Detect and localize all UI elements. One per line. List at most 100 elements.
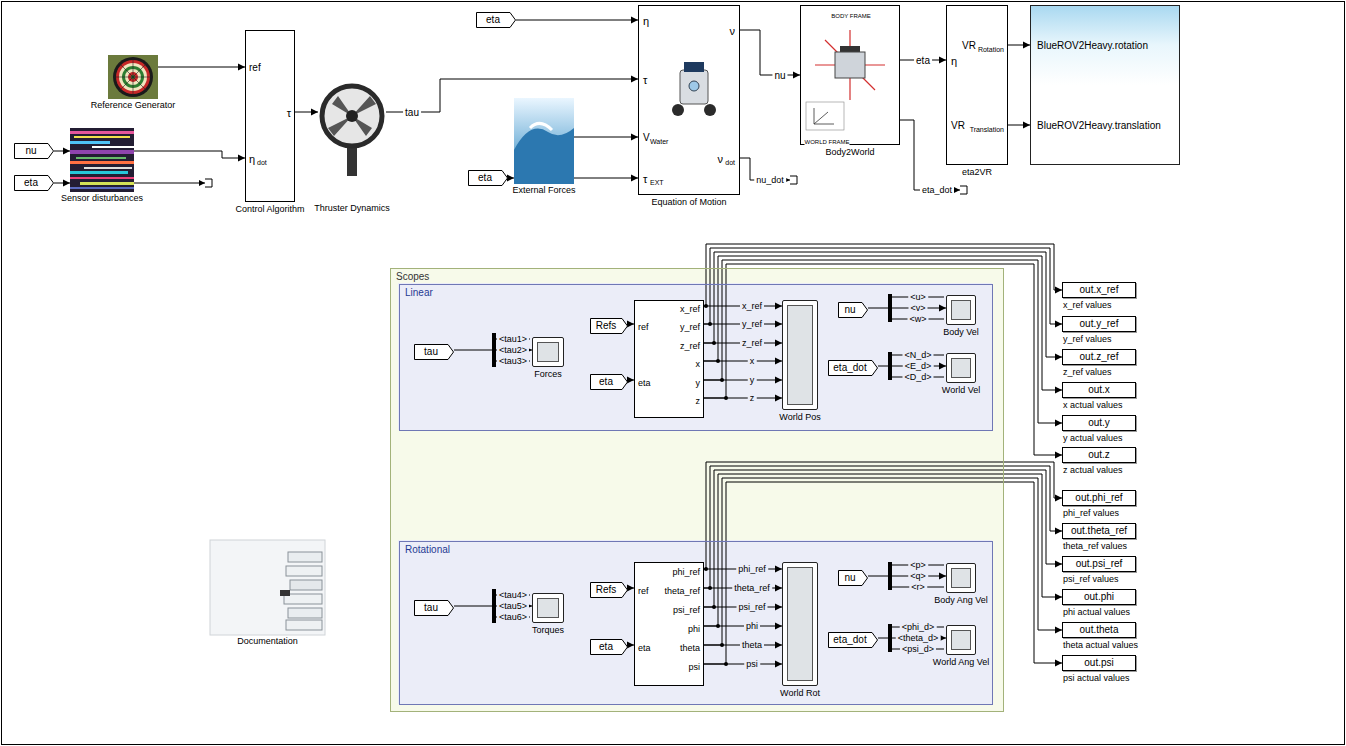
tag-shape: [829, 633, 878, 648]
tag-text: nu: [25, 146, 36, 156]
scope-block: Torques: [532, 593, 564, 623]
tag-text: nu: [844, 573, 855, 583]
drawing-part: [398, 283, 992, 430]
arrow-head: [311, 109, 318, 116]
tag-shape: [839, 571, 868, 586]
drawing-part: [815, 30, 885, 100]
signal-line: [627, 642, 634, 649]
signal-line: [134, 151, 245, 162]
drawing-part: [92, 146, 134, 148]
signal-path: [134, 151, 245, 158]
block-name: Thruster Dynamics: [314, 204, 390, 213]
bus-element-label: <p>: [908, 560, 928, 570]
block-name: Documentation: [237, 637, 298, 646]
drawing-part: [514, 128, 574, 184]
to-workspace-block: out.phi_refphi_ref values: [1062, 490, 1136, 506]
drawing-part: [70, 161, 134, 164]
arrow-head: [63, 148, 70, 155]
port-label: psi: [688, 663, 700, 672]
tag-shape: [15, 144, 54, 159]
tag-shape: [591, 375, 628, 390]
subsystem-block: ητVWaterτEXTννdotEquation of Motion: [638, 5, 740, 195]
signal-path: [704, 470, 1062, 607]
drawing-part: [74, 136, 130, 138]
signal-path: [704, 482, 1062, 664]
block-text: out.theta: [1080, 625, 1119, 635]
tag-shape: [591, 640, 628, 655]
bus-element-label: <w>: [907, 314, 928, 324]
signal-path: [704, 264, 1062, 455]
signal-label: phi_ref: [736, 564, 768, 574]
dartboard-icon: [108, 55, 158, 99]
tag-text: tau: [424, 347, 438, 357]
signal-label: theta_ref: [732, 583, 772, 593]
scope-block: Body Ang Vel: [946, 563, 976, 593]
arrow-head: [631, 76, 638, 83]
from-tag: tau: [414, 344, 454, 360]
drawing-part: [680, 70, 708, 104]
port-label: η: [249, 154, 255, 165]
to-workspace-block: out.z_refz_ref values: [1062, 349, 1136, 365]
scope-screen: [787, 567, 813, 681]
to-workspace-block: out.xx actual values: [1062, 382, 1136, 398]
scope-block: World Rot: [782, 562, 818, 686]
bus-element-label: <E_d>: [903, 361, 934, 371]
documentation-icon: [210, 540, 325, 635]
bus-element-label: <tau2>: [497, 345, 529, 355]
scope-screen: [537, 598, 559, 618]
arrow-head: [627, 585, 634, 592]
signal-line: [704, 482, 1062, 667]
block-name: y_ref values: [1063, 335, 1112, 344]
tag-text: eta: [24, 178, 38, 188]
signal-line: [627, 377, 634, 384]
signal-label: x_ref: [740, 301, 764, 311]
bus-element-label: <N_d>: [902, 350, 933, 360]
from-tag: tau: [414, 600, 454, 616]
branch-dot: [720, 643, 724, 647]
tag-shape: [839, 303, 868, 318]
block-name: psi actual values: [1063, 674, 1130, 683]
block-name: World Vel: [942, 386, 980, 395]
port-label: ref: [638, 323, 649, 332]
drawing-part: [790, 176, 797, 184]
drawing-part: [70, 171, 128, 174]
arrow-head: [238, 64, 245, 71]
selector-subsystem: refetax_refy_refz_refxyz: [634, 300, 704, 418]
drawing-part: [954, 187, 960, 193]
signal-path: [704, 474, 1062, 626]
bus-element-label: <tau3>: [497, 356, 529, 366]
scope-block: World Vel: [946, 353, 976, 383]
block-text: out.phi_ref: [1075, 493, 1122, 503]
rov-icon: [672, 62, 716, 116]
port-label: x: [696, 360, 701, 369]
arrow-head: [939, 573, 946, 580]
signal-label: nu_dot: [754, 175, 786, 185]
vr-sink-block: BlueROV2Heavy.rotationBlueROV2Heavy.tran…: [1030, 5, 1180, 165]
signal-line: [54, 180, 70, 187]
port-label: VR: [951, 121, 965, 131]
block-name: World Ang Vel: [933, 658, 989, 667]
signal-line: [704, 244, 1062, 308]
signal-line: [386, 76, 638, 113]
block-name: Sensor disturbances: [61, 194, 143, 203]
tag-text: eta: [486, 15, 500, 25]
bus-element-label: <r>: [909, 582, 927, 592]
drawing-part: [318, 30, 386, 202]
port-label: τ: [643, 75, 647, 86]
arrow-head: [63, 180, 70, 187]
branch-dot: [708, 586, 712, 590]
signal-path: [704, 466, 1062, 588]
tag-shape: [469, 171, 508, 186]
block-name: Reference Generator: [91, 101, 176, 110]
drawing-part: [199, 180, 205, 186]
drawing-part: [70, 131, 134, 134]
port-label: eta: [638, 644, 651, 653]
block-name: External Forces: [512, 186, 575, 195]
block-name: Forces: [534, 370, 562, 379]
signal-label: tau: [403, 107, 421, 118]
drawing-part: [286, 620, 322, 630]
branch-dot: [712, 341, 716, 345]
tag-shape: [415, 345, 454, 360]
tag-shape: [415, 601, 454, 616]
port-label: theta_ref: [664, 587, 700, 596]
